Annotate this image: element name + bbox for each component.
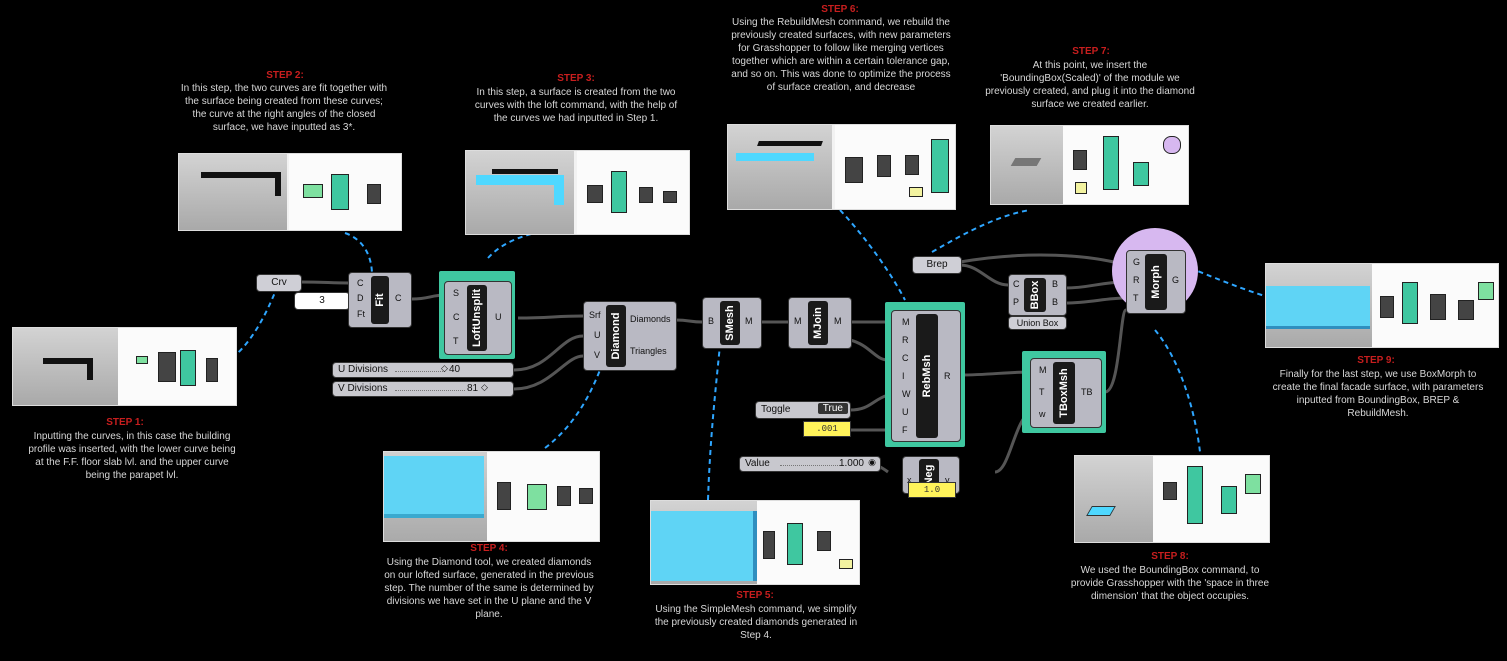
leader-step1 [231, 284, 279, 359]
leader-lines [231, 209, 1266, 501]
fit-node[interactable]: C D Ft Fit C [348, 272, 412, 328]
fit-label: Fit [374, 293, 386, 307]
leader-step5 [707, 344, 721, 501]
loftunsplit-node[interactable]: S C T LoftUnsplit U [444, 281, 512, 355]
slider-handle-icon[interactable]: ◇ [441, 363, 448, 373]
neg-result-panel[interactable]: 1.0 [908, 482, 956, 498]
step7-text: At this point, we insert the 'BoundingBo… [985, 60, 1195, 110]
number-3-input[interactable]: 3 [294, 292, 350, 310]
step3-screenshot [465, 150, 690, 235]
step5-title: STEP 5: [736, 590, 774, 601]
brep-param[interactable]: Brep [912, 256, 962, 274]
leader-step3 [487, 232, 536, 259]
diamond-node[interactable]: Srf U V Diamond Diamonds Triangles [583, 301, 677, 371]
step4-text: Using the Diamond tool, we created diamo… [384, 557, 594, 620]
step1-text: Inputting the curves, in this case the b… [28, 431, 236, 481]
step8-screenshot [1074, 455, 1270, 543]
profile-curve [43, 358, 93, 364]
step6-title: STEP 6: [821, 4, 859, 15]
smesh-label: SMesh [724, 305, 736, 341]
step4-screenshot [383, 451, 600, 542]
leader-step2 [344, 232, 373, 276]
diamond-label: Diamond [610, 312, 622, 360]
leader-step4 [544, 369, 601, 449]
slider-handle-icon[interactable]: ◇ [481, 382, 488, 392]
smesh-node[interactable]: B SMesh M [702, 297, 762, 349]
tboxmsh-node[interactable]: M T w TBoxMsh TB [1030, 358, 1102, 428]
step2-screenshot [178, 153, 402, 231]
mjoin-label: MJoin [812, 307, 824, 339]
step6-screenshot [727, 124, 956, 210]
tboxmsh-label: TBoxMsh [1058, 368, 1070, 418]
v-divisions-slider[interactable]: V Divisions 81 ◇ [332, 381, 514, 397]
step1-title: STEP 1: [106, 417, 144, 428]
step5-text: Using the SimpleMesh command, we simplif… [654, 604, 858, 641]
step6-text: Using the RebuildMesh command, we rebuil… [731, 17, 951, 93]
leader-step7 [931, 209, 1031, 253]
step2-title: STEP 2: [266, 70, 304, 81]
leader-step8 [1154, 329, 1201, 453]
bbox-node[interactable]: C P BBox B B [1008, 274, 1067, 316]
mjoin-node[interactable]: M MJoin M [788, 297, 852, 349]
bbox-label: BBox [1029, 280, 1041, 310]
crv-param[interactable]: Crv [256, 274, 302, 292]
step7-screenshot [990, 125, 1189, 205]
gh-canvas [118, 328, 236, 405]
toggle-control[interactable]: Toggle True [755, 401, 851, 419]
step3-text: In this step, a surface is created from … [474, 87, 678, 124]
step7-title: STEP 7: [1072, 46, 1110, 57]
step9-screenshot [1265, 263, 1499, 348]
step3-title: STEP 3: [557, 73, 595, 84]
rebmsh-node[interactable]: M R C I W U F RebMsh R [891, 310, 961, 442]
leader-step6 [839, 209, 906, 301]
step9-title: STEP 9: [1357, 355, 1395, 366]
toggle-value[interactable]: True [817, 403, 848, 414]
morph-label: Morph [1150, 265, 1162, 299]
step2-text: In this step, the two curves are fit tog… [180, 83, 388, 133]
tolerance-panel[interactable]: .001 [803, 421, 851, 437]
step9-text: Finally for the last step, we use BoxMor… [1272, 369, 1484, 419]
rebmsh-label: RebMsh [921, 354, 933, 398]
union-box-caption: Union Box [1008, 316, 1067, 330]
morph-node[interactable]: G R T Morph G [1126, 250, 1186, 314]
step4-title: STEP 4: [470, 543, 508, 554]
loftunsplit-label: LoftUnsplit [471, 288, 483, 348]
slider-handle-icon[interactable]: ◉ [868, 457, 876, 467]
step8-text: We used the BoundingBox command, to prov… [1070, 565, 1270, 602]
step1-screenshot [12, 327, 237, 406]
step5-screenshot [650, 500, 860, 585]
step8-title: STEP 8: [1151, 551, 1189, 562]
leader-step9 [1189, 267, 1266, 297]
value-slider[interactable]: Value 1.000 ◉ [739, 456, 881, 472]
u-divisions-slider[interactable]: U Divisions ◇ 40 [332, 362, 514, 378]
